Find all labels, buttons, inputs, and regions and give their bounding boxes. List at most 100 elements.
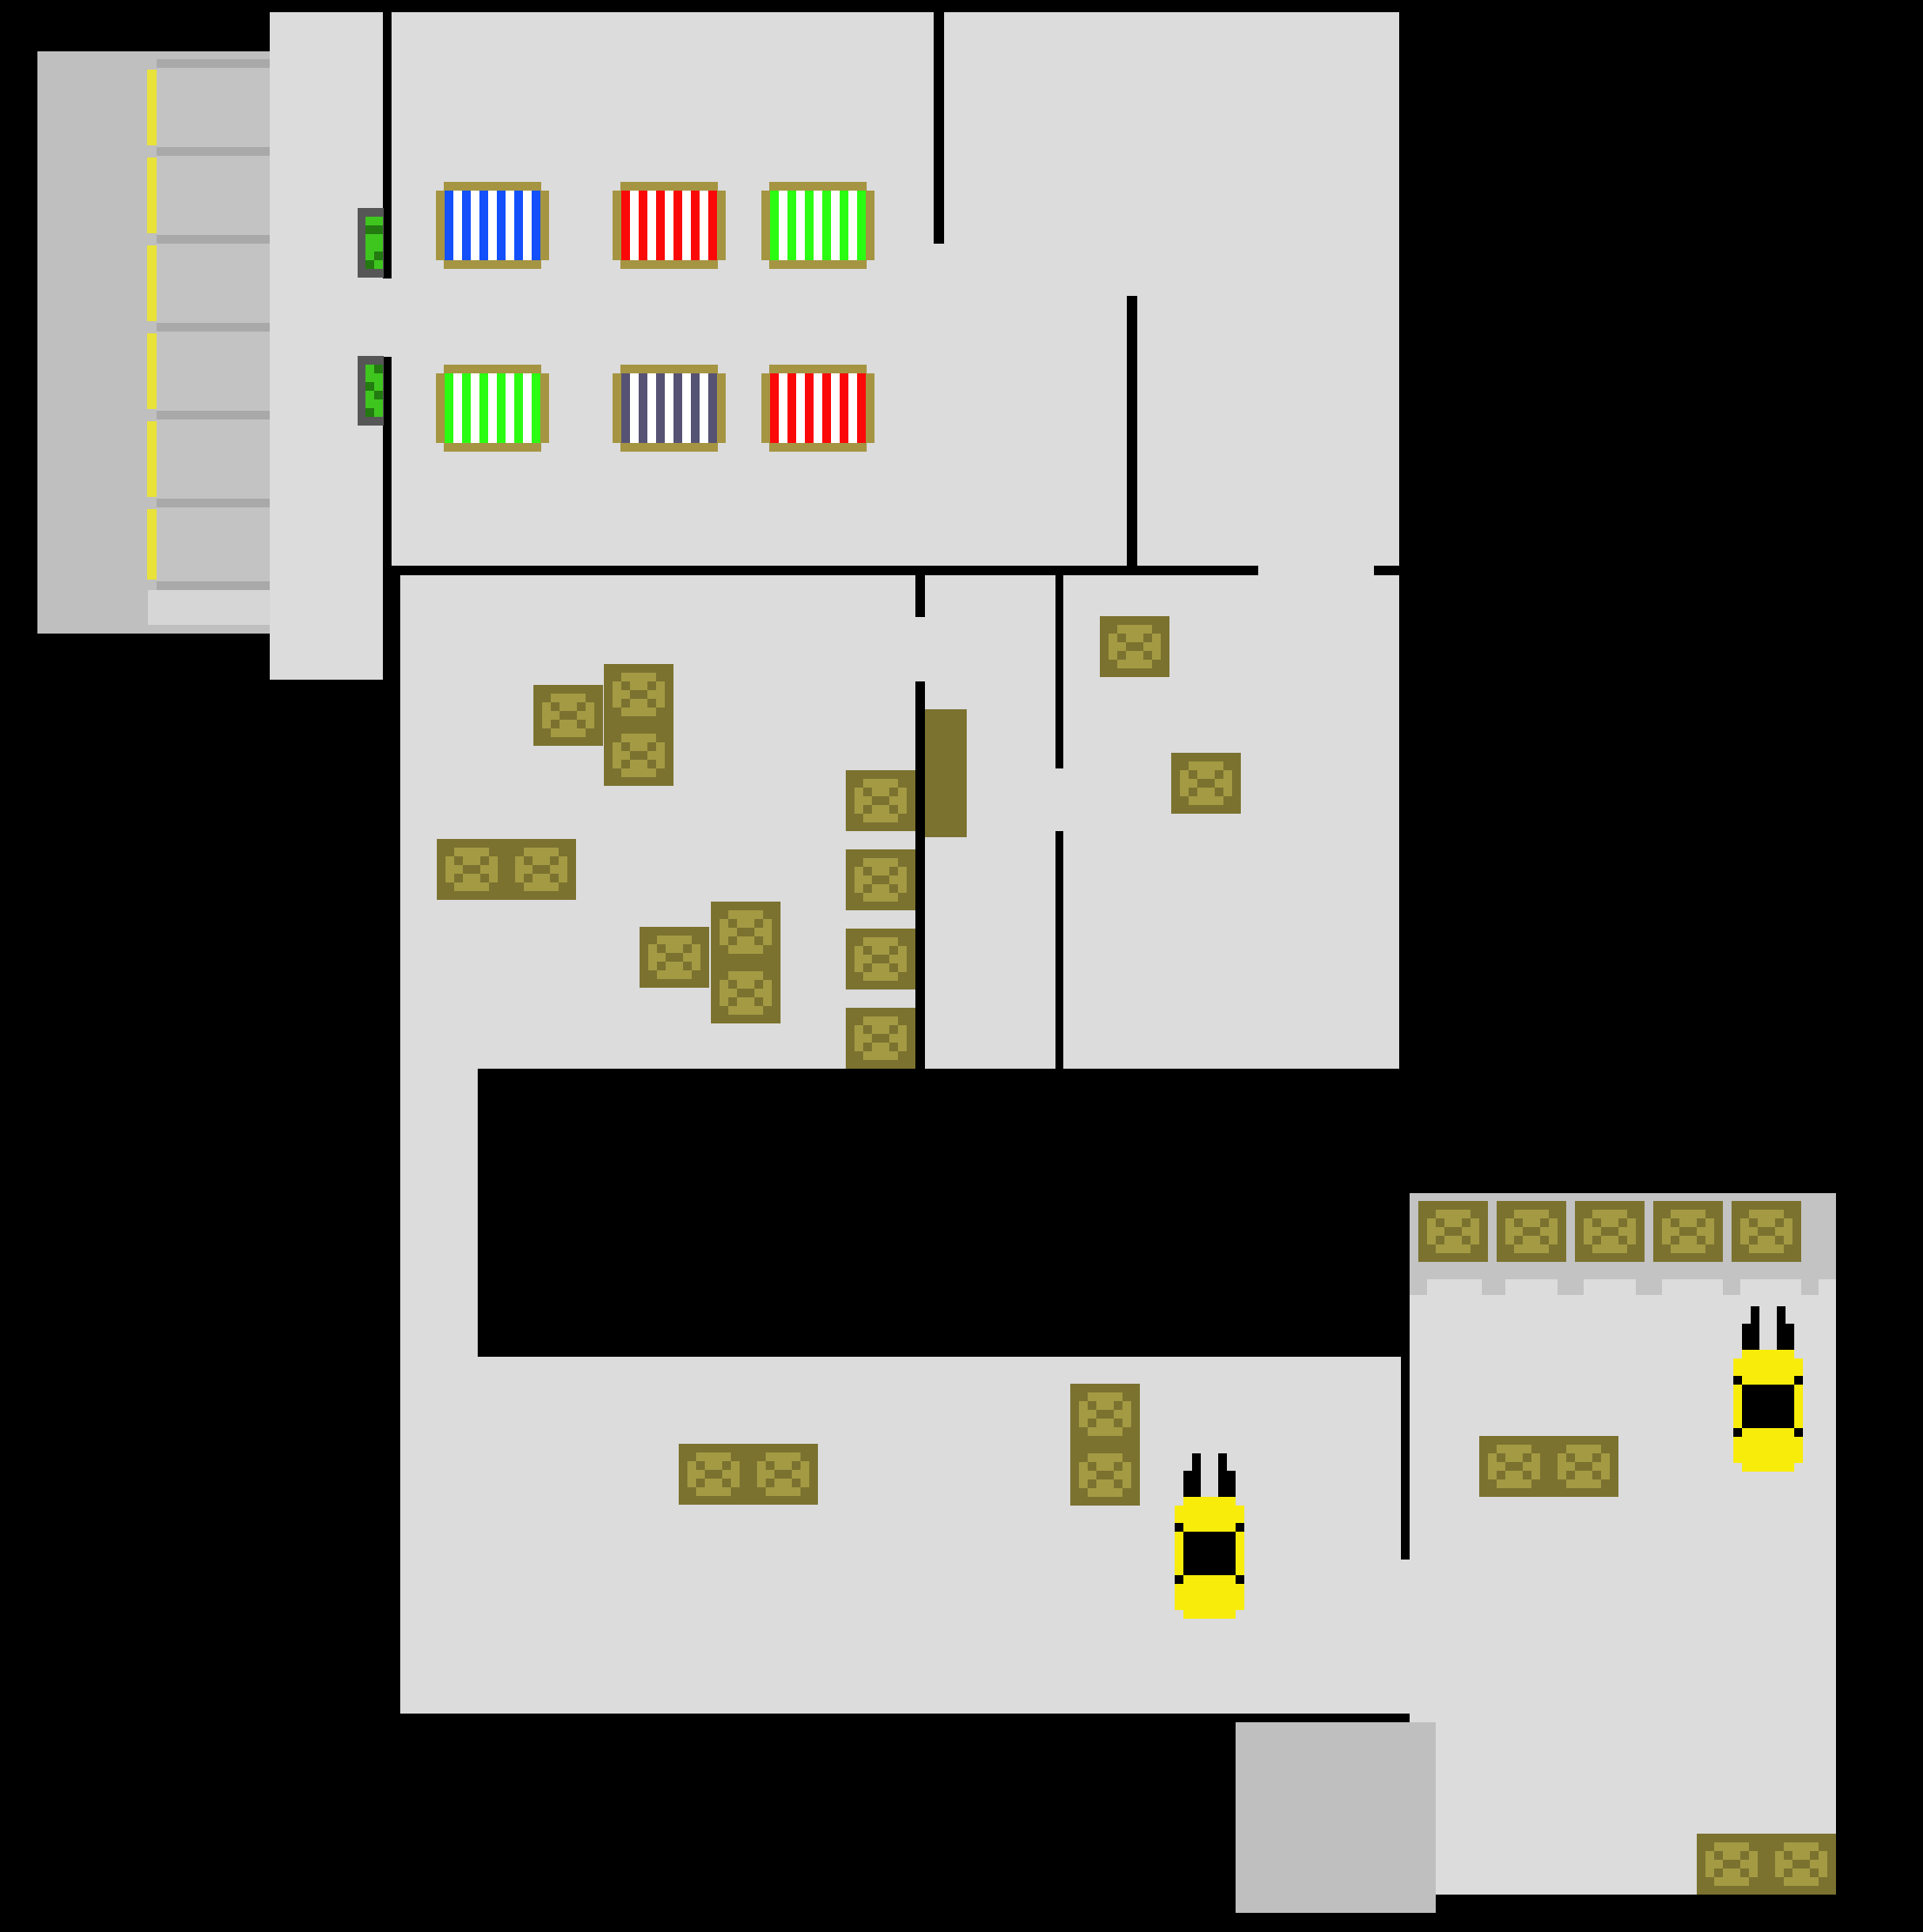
stall-bar-left [436, 373, 445, 443]
stall-bar-bottom [769, 260, 867, 269]
crate-icon [1418, 1201, 1488, 1262]
shelf-tab [1482, 1279, 1505, 1295]
shelf-tab [1636, 1279, 1662, 1295]
crate[interactable] [1732, 1201, 1801, 1262]
crate[interactable] [533, 685, 603, 746]
crate[interactable] [711, 902, 781, 963]
stall-bar-right [866, 191, 874, 260]
crate-icon [1070, 1384, 1140, 1445]
dock-dash-line [147, 158, 157, 233]
stall-navy[interactable] [613, 365, 726, 452]
crate-icon [1100, 616, 1169, 677]
crate-icon [640, 927, 709, 988]
stall-bar-bottom [620, 260, 718, 269]
crate[interactable] [1653, 1201, 1723, 1262]
floor-top-room [392, 12, 1399, 575]
crate[interactable] [1549, 1436, 1618, 1497]
floor-dock-platform [148, 590, 270, 625]
wall-b-top-divider [1127, 296, 1137, 575]
crate[interactable] [1697, 1834, 1766, 1895]
crate[interactable] [437, 839, 506, 900]
stall-bar-right [717, 191, 726, 260]
stall-bar-top [620, 365, 718, 373]
stall-bar-bottom [769, 443, 867, 452]
plant-icon [358, 356, 384, 426]
stall-bar-right [717, 373, 726, 443]
crate[interactable] [846, 929, 915, 989]
forklift-south[interactable] [1175, 1453, 1244, 1619]
crate-icon [679, 1444, 748, 1505]
floor-vestibule [270, 12, 383, 680]
floor-south-corridor-column [399, 1069, 478, 1357]
crate-icon [846, 929, 915, 989]
crate[interactable] [1171, 753, 1241, 814]
forklift-icon [1175, 1453, 1244, 1619]
stall-red-2[interactable] [761, 365, 874, 452]
floor-door-vestibule [383, 278, 392, 357]
crate[interactable] [1100, 616, 1169, 677]
storage-block[interactable] [925, 709, 967, 837]
wall-small-west-lower [915, 681, 925, 1069]
crate[interactable] [748, 1444, 818, 1505]
crate[interactable] [604, 725, 673, 786]
wall-top [383, 0, 1399, 12]
dock-bay-separator [157, 581, 270, 590]
stall-canopy [770, 373, 866, 443]
floor-door-bottom-right [1401, 1560, 1410, 1714]
crate-icon [846, 770, 915, 831]
crate[interactable] [679, 1444, 748, 1505]
crate-icon [1653, 1201, 1723, 1262]
plant-north [358, 208, 384, 278]
crate[interactable] [711, 963, 781, 1023]
crate[interactable] [1575, 1201, 1645, 1262]
dock-bay-separator [157, 147, 270, 156]
floor-door-small-room-east [1055, 768, 1063, 831]
dock-dash-line [147, 509, 157, 580]
crate-icon [1479, 1436, 1549, 1497]
wall-small-east-upper [1055, 575, 1063, 768]
wall-a-top-divider [934, 12, 944, 244]
crate[interactable] [846, 849, 915, 910]
dock-dash-line [147, 70, 157, 145]
crate[interactable] [846, 1008, 915, 1069]
crate[interactable] [846, 770, 915, 831]
crate[interactable] [1070, 1445, 1140, 1506]
dock-bay-separator [157, 235, 270, 244]
stall-bar-top [620, 182, 718, 191]
floor-south-dock-pad [1236, 1722, 1436, 1913]
crate-icon [1171, 753, 1241, 814]
stall-bar-top [769, 182, 867, 191]
stall-bar-top [444, 182, 541, 191]
stall-green-1[interactable] [761, 182, 874, 269]
floor-bottom-right-room [1410, 1193, 1836, 1895]
stall-blue[interactable] [436, 182, 549, 269]
stall-bar-left [761, 373, 770, 443]
crate-icon [1697, 1834, 1766, 1895]
crate[interactable] [604, 664, 673, 725]
crate-icon [437, 839, 506, 900]
wall-small-west-upper [915, 575, 925, 617]
wall-bottom-right-room [1401, 1358, 1410, 1560]
crate-icon [1549, 1436, 1618, 1497]
crate[interactable] [640, 927, 709, 988]
forklift-east[interactable] [1733, 1306, 1803, 1472]
crate[interactable] [1497, 1201, 1566, 1262]
dock-bay-separator [157, 411, 270, 419]
wall-horizontal-east [1374, 566, 1399, 575]
crate-icon [846, 849, 915, 910]
crate[interactable] [506, 839, 576, 900]
crate-icon [1497, 1201, 1566, 1262]
crate-icon [1732, 1201, 1801, 1262]
crate-icon [1070, 1445, 1140, 1506]
stall-red-1[interactable] [613, 182, 726, 269]
crate[interactable] [1479, 1436, 1549, 1497]
floor-mid-left-room [399, 575, 915, 1069]
stall-bar-top [769, 365, 867, 373]
crate[interactable] [1070, 1384, 1140, 1445]
stall-green-2[interactable] [436, 365, 549, 452]
stall-bar-right [866, 373, 874, 443]
crate-icon [711, 963, 781, 1023]
crate[interactable] [1418, 1201, 1488, 1262]
crate[interactable] [1766, 1834, 1836, 1895]
